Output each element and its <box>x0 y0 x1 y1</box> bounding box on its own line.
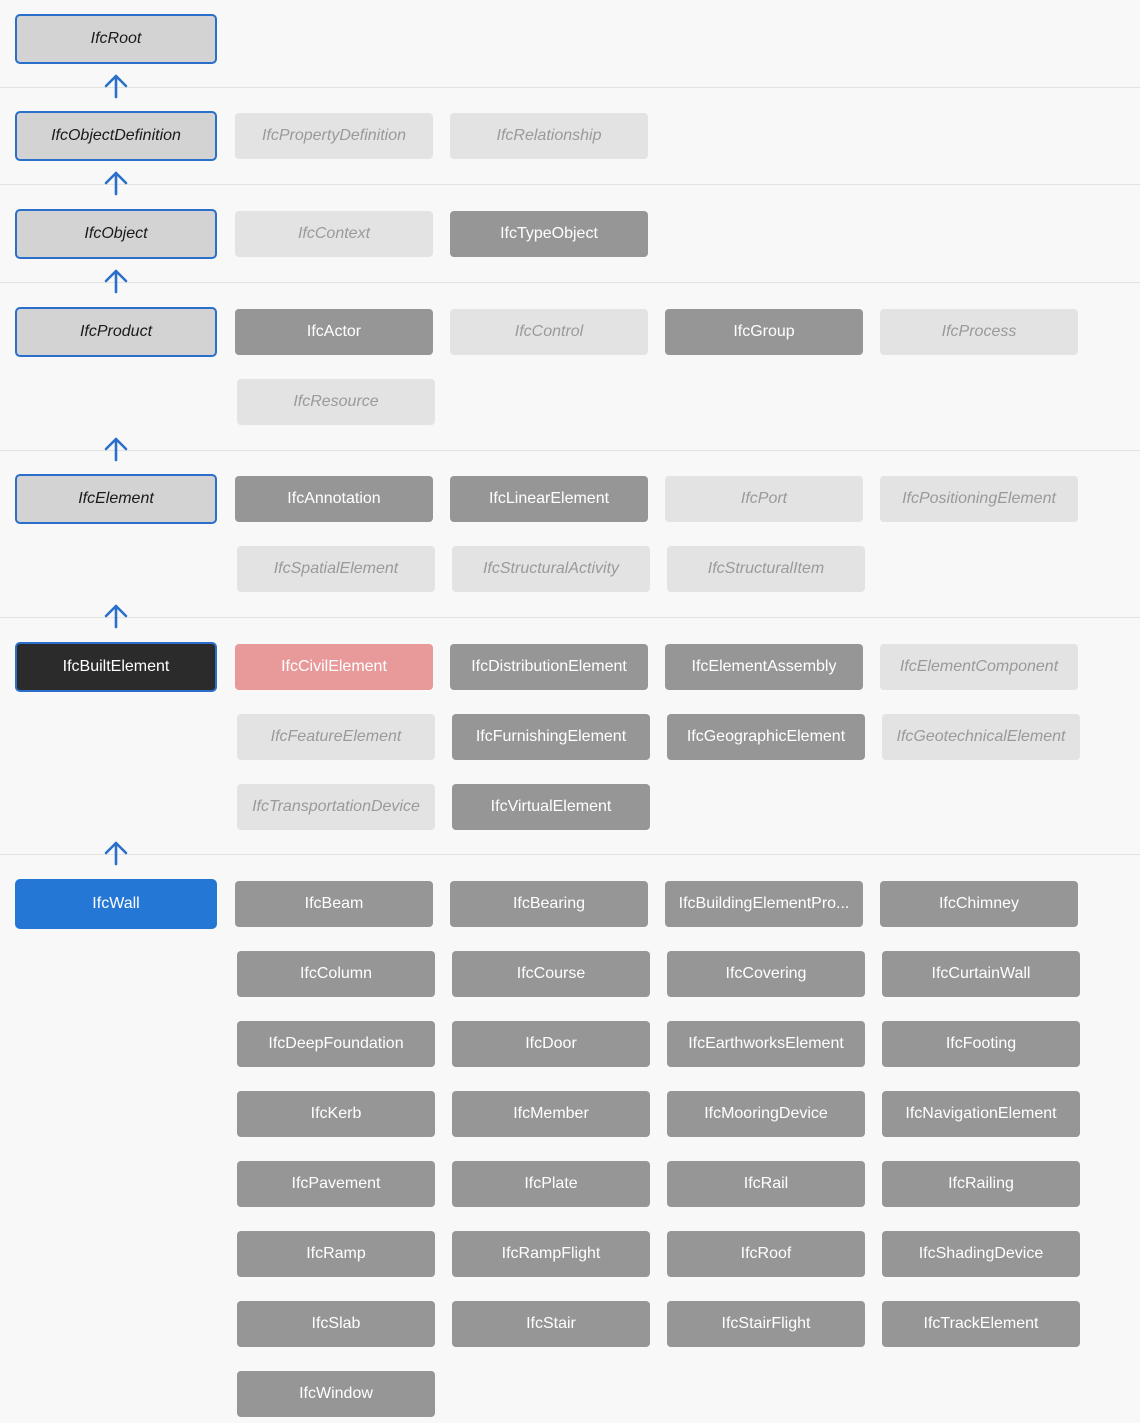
subclass-ifcrelationship-button[interactable]: IfcRelationship <box>450 113 648 159</box>
subclass-ifcdistributionelement-button[interactable]: IfcDistributionElement <box>450 644 648 690</box>
subclass-ifcfeatureelement-button[interactable]: IfcFeatureElement <box>237 714 435 760</box>
subclass-ifcshadingdevice-button[interactable]: IfcShadingDevice <box>882 1231 1080 1277</box>
subclass-ifcbeam-button[interactable]: IfcBeam <box>235 881 433 927</box>
subclass-ifcrail-button[interactable]: IfcRail <box>667 1161 865 1207</box>
subclass-ifckerb-button[interactable]: IfcKerb <box>237 1091 435 1137</box>
subclass-ifcdeepfoundation-button[interactable]: IfcDeepFoundation <box>237 1021 435 1067</box>
class-ifcobject-node[interactable]: IfcObject <box>15 209 217 259</box>
up-arrow-icon <box>102 268 130 294</box>
up-arrow-icon <box>102 170 130 196</box>
subclass-ifcearthworkselement-button[interactable]: IfcEarthworksElement <box>667 1021 865 1067</box>
subclass-ifcstair-button[interactable]: IfcStair <box>452 1301 650 1347</box>
subclass-ifcpositioningelement-button[interactable]: IfcPositioningElement <box>880 476 1078 522</box>
level-divider <box>0 87 1140 88</box>
class-ifcobjectdefinition-node[interactable]: IfcObjectDefinition <box>15 111 217 161</box>
subclass-ifcrampflight-button[interactable]: IfcRampFlight <box>452 1231 650 1277</box>
subclass-ifcgeotechnicalelement-button[interactable]: IfcGeotechnicalElement <box>882 714 1080 760</box>
class-ifcroot-node[interactable]: IfcRoot <box>15 14 217 64</box>
subclass-ifcmooringdevice-button[interactable]: IfcMooringDevice <box>667 1091 865 1137</box>
subclass-ifcgroup-button[interactable]: IfcGroup <box>665 309 863 355</box>
subclass-ifcvirtualelement-button[interactable]: IfcVirtualElement <box>452 784 650 830</box>
subclass-ifcfurnishingelement-button[interactable]: IfcFurnishingElement <box>452 714 650 760</box>
class-ifcwall-node[interactable]: IfcWall <box>15 879 217 929</box>
subclass-ifcchimney-button[interactable]: IfcChimney <box>880 881 1078 927</box>
level-divider <box>0 450 1140 451</box>
subclass-ifccurtainwall-button[interactable]: IfcCurtainWall <box>882 951 1080 997</box>
subclass-ifcnavigationelement-button[interactable]: IfcNavigationElement <box>882 1091 1080 1137</box>
subclass-ifcstructuralitem-button[interactable]: IfcStructuralItem <box>667 546 865 592</box>
subclass-ifcpavement-button[interactable]: IfcPavement <box>237 1161 435 1207</box>
subclass-ifccivilelement-button[interactable]: IfcCivilElement <box>235 644 433 690</box>
subclass-ifccontrol-button[interactable]: IfcControl <box>450 309 648 355</box>
subclass-ifccourse-button[interactable]: IfcCourse <box>452 951 650 997</box>
subclass-ifcwindow-button[interactable]: IfcWindow <box>237 1371 435 1417</box>
subclass-ifclinearelement-button[interactable]: IfcLinearElement <box>450 476 648 522</box>
level-divider <box>0 617 1140 618</box>
subclass-ifctransportationdevice-button[interactable]: IfcTransportationDevice <box>237 784 435 830</box>
up-arrow-icon <box>102 840 130 866</box>
subclass-ifctrackelement-button[interactable]: IfcTrackElement <box>882 1301 1080 1347</box>
subclass-ifcbearing-button[interactable]: IfcBearing <box>450 881 648 927</box>
subclass-ifcroof-button[interactable]: IfcRoof <box>667 1231 865 1277</box>
subclass-ifcslab-button[interactable]: IfcSlab <box>237 1301 435 1347</box>
up-arrow-icon <box>102 603 130 629</box>
class-ifcproduct-node[interactable]: IfcProduct <box>15 307 217 357</box>
up-arrow-icon <box>102 436 130 462</box>
subclass-ifcspatialelement-button[interactable]: IfcSpatialElement <box>237 546 435 592</box>
subclass-ifcramp-button[interactable]: IfcRamp <box>237 1231 435 1277</box>
subclass-ifcstairflight-button[interactable]: IfcStairFlight <box>667 1301 865 1347</box>
subclass-ifcannotation-button[interactable]: IfcAnnotation <box>235 476 433 522</box>
subclass-ifctypeobject-button[interactable]: IfcTypeObject <box>450 211 648 257</box>
subclass-ifcrailing-button[interactable]: IfcRailing <box>882 1161 1080 1207</box>
subclass-ifcfooting-button[interactable]: IfcFooting <box>882 1021 1080 1067</box>
subclass-ifcport-button[interactable]: IfcPort <box>665 476 863 522</box>
subclass-ifcresource-button[interactable]: IfcResource <box>237 379 435 425</box>
subclass-ifcactor-button[interactable]: IfcActor <box>235 309 433 355</box>
subclass-ifccontext-button[interactable]: IfcContext <box>235 211 433 257</box>
class-ifcbuiltelement-node[interactable]: IfcBuiltElement <box>15 642 217 692</box>
level-divider <box>0 184 1140 185</box>
subclass-ifcelementassembly-button[interactable]: IfcElementAssembly <box>665 644 863 690</box>
subclass-ifcmember-button[interactable]: IfcMember <box>452 1091 650 1137</box>
class-ifcelement-node[interactable]: IfcElement <box>15 474 217 524</box>
subclass-ifcstructuralactivity-button[interactable]: IfcStructuralActivity <box>452 546 650 592</box>
subclass-ifcbuildingelementpro-button[interactable]: IfcBuildingElementPro... <box>665 881 863 927</box>
subclass-ifcprocess-button[interactable]: IfcProcess <box>880 309 1078 355</box>
subclass-ifcplate-button[interactable]: IfcPlate <box>452 1161 650 1207</box>
subclass-ifcelementcomponent-button[interactable]: IfcElementComponent <box>880 644 1078 690</box>
level-divider <box>0 854 1140 855</box>
level-divider <box>0 282 1140 283</box>
subclass-ifcgeographicelement-button[interactable]: IfcGeographicElement <box>667 714 865 760</box>
subclass-ifccolumn-button[interactable]: IfcColumn <box>237 951 435 997</box>
subclass-ifcpropertydefinition-button[interactable]: IfcPropertyDefinition <box>235 113 433 159</box>
subclass-ifccovering-button[interactable]: IfcCovering <box>667 951 865 997</box>
up-arrow-icon <box>102 73 130 99</box>
subclass-ifcdoor-button[interactable]: IfcDoor <box>452 1021 650 1067</box>
